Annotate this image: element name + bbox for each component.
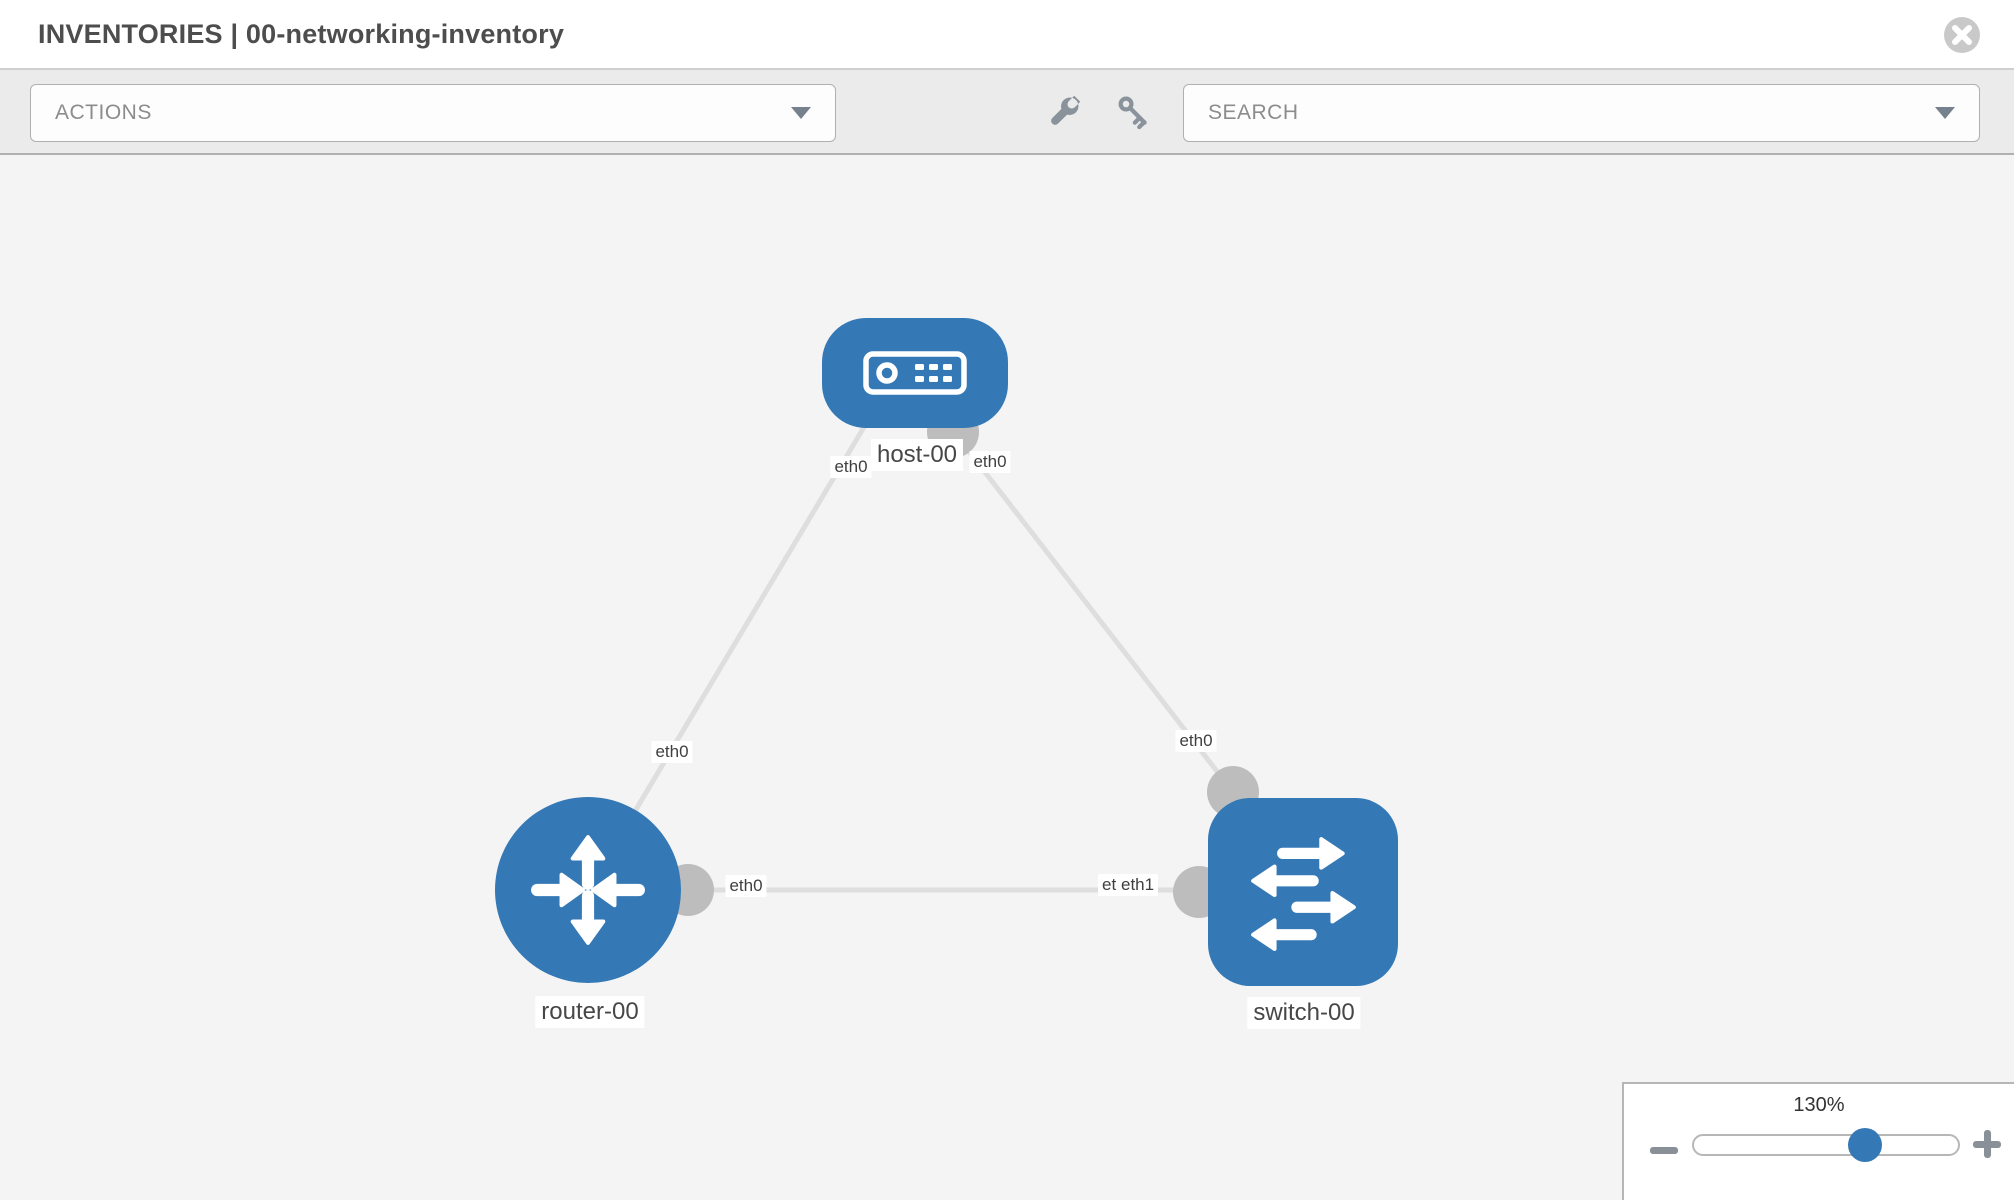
chevron-down-icon xyxy=(1935,107,1955,119)
key-button[interactable] xyxy=(1114,92,1154,132)
plus-icon xyxy=(1972,1129,2002,1159)
iface-label-router-right: eth0 xyxy=(725,875,767,897)
topology-canvas[interactable]: host-00 router-00 switch-00 eth0 eth0 et… xyxy=(0,155,2014,1200)
close-icon xyxy=(1944,17,1980,53)
close-button[interactable] xyxy=(1942,15,1982,55)
iface-label-switch-uplink: eth0 xyxy=(1175,730,1217,752)
zoom-out-button[interactable] xyxy=(1650,1132,1680,1158)
switch-icon xyxy=(1251,837,1356,951)
node-host-00[interactable] xyxy=(822,318,1008,428)
key-icon xyxy=(1118,96,1147,130)
iface-label-host-right: eth0 xyxy=(969,451,1011,473)
node-label-switch: switch-00 xyxy=(1247,997,1361,1029)
iface-label-host-left: eth0 xyxy=(830,456,872,478)
iface-label-router-uplink: eth0 xyxy=(651,741,693,763)
host-icon xyxy=(863,351,967,395)
chevron-down-icon xyxy=(791,107,811,119)
zoom-slider-thumb[interactable] xyxy=(1848,1128,1882,1162)
wrench-icon xyxy=(1051,95,1081,125)
search-dropdown-label: SEARCH xyxy=(1208,101,1299,124)
zoom-slider-track[interactable] xyxy=(1692,1134,1960,1156)
zoom-in-button[interactable] xyxy=(1972,1128,2002,1160)
links-layer xyxy=(585,406,1302,918)
node-switch-00[interactable] xyxy=(1208,798,1398,986)
search-dropdown[interactable]: SEARCH xyxy=(1183,84,1980,142)
toolbar: ACTIONS SEARCH xyxy=(0,70,2014,155)
wrench-button[interactable] xyxy=(1044,92,1084,132)
zoom-level: 130% xyxy=(1793,1094,1845,1116)
iface-label-switch-eth1: eth1 xyxy=(1117,874,1159,896)
minus-icon xyxy=(1650,1146,1678,1154)
actions-dropdown[interactable]: ACTIONS xyxy=(30,84,836,142)
page-title: INVENTORIES | 00-networking-inventory xyxy=(38,18,565,49)
node-label-host: host-00 xyxy=(870,439,964,471)
node-label-router: router-00 xyxy=(535,996,645,1028)
router-icon xyxy=(531,835,645,945)
actions-dropdown-label: ACTIONS xyxy=(55,101,152,124)
zoom-panel: 130% xyxy=(1622,1082,2014,1200)
header: INVENTORIES | 00-networking-inventory xyxy=(0,0,2014,70)
node-router-00[interactable] xyxy=(495,797,681,983)
